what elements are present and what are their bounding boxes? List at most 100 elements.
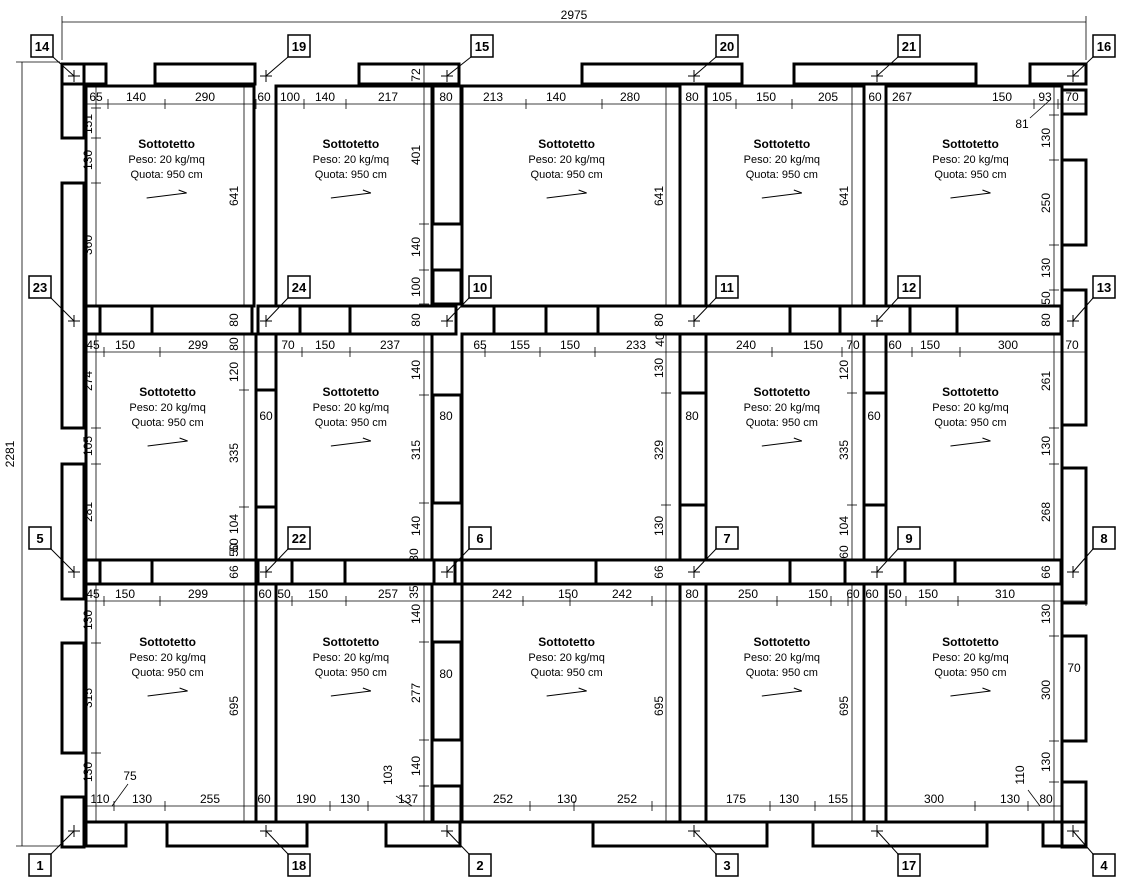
- dimension-label: 252: [493, 792, 513, 806]
- node-label: 12: [902, 280, 916, 295]
- room-peso: Peso: 20 kg/mq: [313, 402, 389, 414]
- span-direction-arrow: [950, 189, 991, 199]
- dimension-label: 299: [188, 338, 208, 352]
- dimension-label: 80: [439, 667, 453, 681]
- room-outline: [460, 582, 682, 824]
- node-box: [897, 526, 921, 550]
- dimension-label: 80: [685, 409, 699, 423]
- room-peso: Peso: 20 kg/mq: [932, 154, 1008, 166]
- room-outline: [84, 84, 256, 308]
- dimension-label: 100: [409, 277, 423, 297]
- dimension-lines: [85, 63, 1087, 823]
- dimension-label: 65: [473, 338, 487, 352]
- dimension-label: 72: [409, 68, 423, 82]
- wall-panel: [431, 784, 463, 824]
- node-box: [28, 853, 52, 877]
- dimension-label: 151: [81, 114, 95, 134]
- dimension-label: 75: [123, 769, 137, 783]
- wall-panel: [348, 304, 458, 336]
- dimension-label: 695: [837, 696, 851, 716]
- node-label: 9: [905, 531, 912, 546]
- room-quota: Quota: 950 cm: [934, 169, 1006, 181]
- wall-panel: [357, 62, 461, 86]
- dimension-label: 217: [378, 90, 398, 104]
- dimension-label: 155: [510, 338, 530, 352]
- dimension-label: 45: [86, 338, 100, 352]
- dimension-label: 130: [652, 358, 666, 378]
- overall-height-label: 2281: [3, 440, 17, 467]
- node-box: [715, 34, 739, 58]
- dimension-label: 274: [81, 371, 95, 391]
- walls: [60, 62, 1088, 849]
- wall-panel: [792, 62, 978, 86]
- dimension-label: 137: [398, 792, 418, 806]
- room-title: Sottotetto: [139, 635, 196, 649]
- dimension-label: 130: [1039, 752, 1053, 772]
- room-peso: Peso: 20 kg/mq: [128, 154, 204, 166]
- node-label: 7: [723, 531, 730, 546]
- dimension-label: 110: [90, 792, 109, 806]
- leader-line: [1029, 99, 1051, 119]
- span-direction-arrow: [147, 687, 188, 697]
- dimension-label: 81: [1015, 117, 1029, 131]
- room-quota: Quota: 950 cm: [132, 417, 204, 429]
- node-label: 11: [720, 280, 734, 295]
- dimension-label: 66: [1039, 565, 1053, 579]
- dimension-label: 281: [81, 502, 95, 522]
- dimension-label: 60: [865, 587, 879, 601]
- dimension-label: 280: [620, 90, 640, 104]
- room-outline: [274, 582, 434, 824]
- node-leader: [693, 297, 717, 322]
- node-leader: [693, 56, 717, 77]
- dimension-label: 140: [126, 90, 146, 104]
- room-quota: Quota: 950 cm: [315, 417, 387, 429]
- wall-panel: [60, 641, 86, 755]
- node-box: [897, 34, 921, 58]
- node-leader: [1072, 56, 1094, 77]
- wall-panel: [811, 820, 989, 848]
- dimension-label: 150: [756, 90, 776, 104]
- dimension-label: 242: [492, 587, 512, 601]
- room-title: Sottotetto: [942, 137, 999, 151]
- wall-panel: [1060, 634, 1088, 743]
- room-quota: Quota: 950 cm: [315, 169, 387, 181]
- span-direction-arrow: [950, 687, 991, 697]
- dimension-label: 130: [652, 516, 666, 536]
- wall-panel: [594, 558, 792, 586]
- node-label: 1: [36, 858, 43, 873]
- dimension-label: 110: [1013, 765, 1027, 784]
- dimension-label: 140: [546, 90, 566, 104]
- wall-panel: [256, 304, 302, 336]
- node-box: [715, 275, 739, 299]
- dimension-label: 80: [227, 337, 241, 351]
- node-box: [287, 526, 311, 550]
- dimension-label: 175: [726, 792, 746, 806]
- dimension-label: 242: [612, 587, 632, 601]
- dimension-label: 93: [1038, 90, 1052, 104]
- dimension-label: 130: [1039, 604, 1053, 624]
- dimension-label: 80: [409, 313, 423, 327]
- wall-panel: [60, 462, 86, 601]
- room-title: Sottotetto: [754, 137, 811, 151]
- dimension-label: 213: [483, 90, 503, 104]
- dimension-label: 60: [837, 545, 851, 559]
- node-label: 4: [1100, 858, 1108, 873]
- node-label: 23: [33, 280, 47, 295]
- dimension-label: 130: [557, 792, 577, 806]
- span-direction-arrow: [147, 437, 188, 447]
- dimension-label: 60: [867, 409, 881, 423]
- dimension-label: 261: [1039, 371, 1053, 391]
- node-leader: [446, 56, 472, 77]
- room-peso: Peso: 20 kg/mq: [313, 652, 389, 664]
- room-title: Sottotetto: [942, 385, 999, 399]
- wall-panel: [1060, 466, 1088, 605]
- room-peso: Peso: 20 kg/mq: [744, 652, 820, 664]
- dimension-label: 150: [803, 338, 823, 352]
- room-title: Sottotetto: [754, 635, 811, 649]
- node-label: 22: [292, 531, 306, 546]
- node-box: [287, 275, 311, 299]
- dimension-label: 80: [227, 313, 241, 327]
- dimension-label: 70: [1065, 90, 1079, 104]
